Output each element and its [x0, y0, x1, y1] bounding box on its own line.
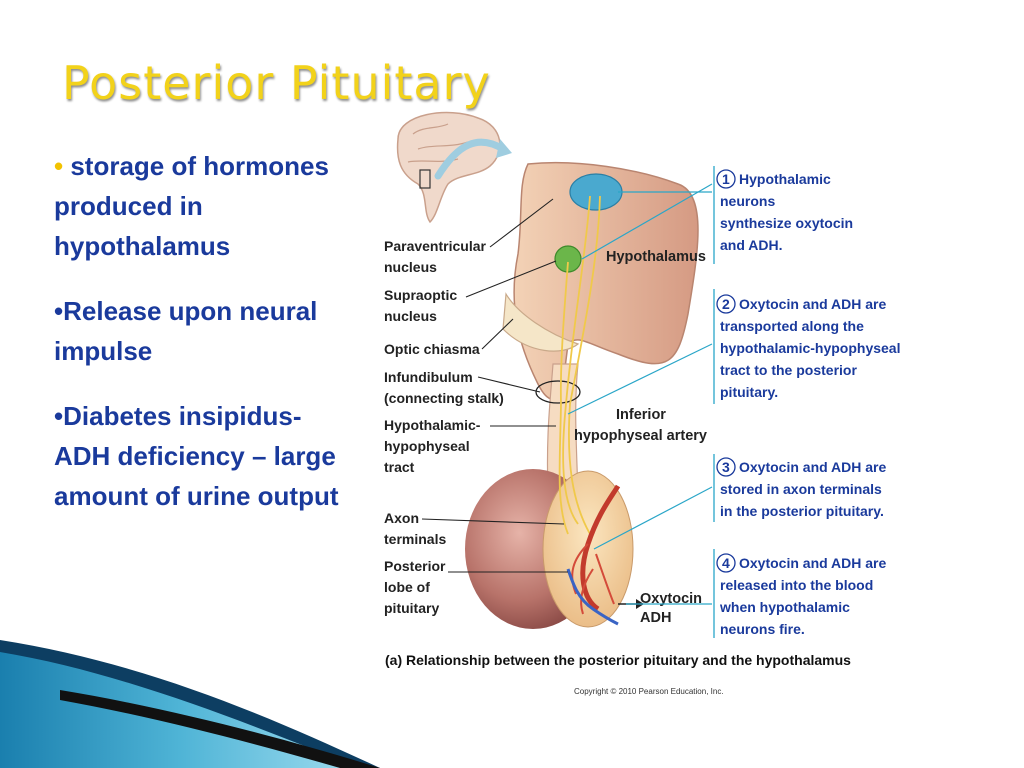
left-label-line: Axon — [384, 510, 419, 526]
steps-group: 1 Hypothalamic neurons synthesize oxytocin a… — [716, 169, 900, 637]
bullet-marker: • — [54, 151, 64, 181]
left-label-line: Paraventricular — [384, 238, 486, 254]
step-number: 2 — [722, 296, 730, 312]
left-label-line: terminals — [384, 531, 446, 547]
bullet-text: Diabetes insipidus- ADH deficiency – lar… — [54, 401, 339, 511]
bullet-marker: • — [54, 296, 64, 326]
step-text-line: Oxytocin and ADH are — [739, 459, 887, 475]
left-label-line: Posterior — [384, 558, 446, 574]
hypothalamus-label: Hypothalamus — [606, 249, 706, 265]
left-label-line: (connecting stalk) — [384, 390, 504, 406]
bullet-item: •Diabetes insipidus- ADH deficiency – la… — [54, 396, 354, 516]
step-text-line: transported along the — [720, 318, 864, 334]
left-label-line: Supraoptic — [384, 287, 457, 303]
left-label-line: Infundibulum — [384, 369, 473, 385]
step-pointer-lines — [567, 183, 713, 605]
step-text-line: released into the blood — [720, 577, 873, 593]
step-text-line: Oxytocin and ADH are — [739, 555, 887, 571]
hypothalamic-hypophyseal-tract — [558, 195, 601, 535]
step-number-circle — [716, 457, 736, 477]
step-text-line: when hypothalamic — [719, 599, 850, 615]
brain-inset-icon — [396, 111, 501, 224]
step-number-circle — [716, 169, 736, 189]
bullet-item: • storage of hormones produced in hypoth… — [54, 146, 354, 266]
step-text-line: in the posterior pituitary. — [720, 503, 884, 519]
optic-chiasma — [502, 292, 580, 352]
left-label-group: ParaventricularnucleusSupraopticnucleusO… — [384, 238, 504, 616]
artery-label-1: Inferior — [616, 407, 666, 423]
label-leaders — [421, 198, 568, 573]
left-label-line: tract — [384, 459, 415, 475]
output-label-oxytocin: Oxytocin — [640, 591, 702, 607]
bullet-marker: • — [54, 401, 64, 431]
left-label-line: nucleus — [384, 259, 437, 275]
step-text-line: stored in axon terminals — [720, 481, 882, 497]
step-text-line: Oxytocin and ADH are — [739, 296, 887, 312]
step-number: 4 — [722, 555, 730, 571]
left-label-line: lobe of — [384, 579, 430, 595]
stalk-circle — [535, 380, 581, 404]
left-label-line: Hypothalamic- — [384, 417, 481, 433]
bullet-text: storage of hormones produced in hypothal… — [54, 151, 329, 261]
paraventricular-nucleus — [569, 173, 623, 211]
bullet-text: Release upon neural impulse — [54, 296, 318, 366]
left-label-line: pituitary — [384, 600, 439, 616]
diagram-caption: (a) Relationship between the posterior p… — [385, 652, 851, 668]
step-number: 3 — [722, 459, 730, 475]
step-text-line: and ADH. — [720, 237, 782, 253]
slide-title: Posterior Pituitary — [62, 56, 491, 110]
copyright-text: Copyright © 2010 Pearson Education, Inc. — [574, 687, 724, 696]
step-text-line: pituitary. — [720, 384, 778, 400]
step-text-line: tract to the posterior — [720, 362, 857, 378]
left-label-line: nucleus — [384, 308, 437, 324]
arrowhead-icon — [496, 139, 512, 158]
pituitary-diagram: ParaventricularnucleusSupraopticnucleusO… — [384, 111, 900, 696]
step-text-line: Hypothalamic — [739, 171, 831, 187]
output-label-adh: ADH — [640, 610, 671, 626]
step-number-circle — [716, 553, 736, 573]
bullet-list: • storage of hormones produced in hypoth… — [54, 146, 354, 541]
bullet-item: •Release upon neural impulse — [54, 291, 354, 371]
magnify-arrow-icon — [434, 138, 507, 180]
step-text-line: hypothalamic-hypophyseal — [720, 340, 900, 356]
step-text-line: synthesize oxytocin — [720, 215, 853, 231]
step-number-circle — [716, 294, 736, 314]
step-text-line: neurons — [720, 193, 775, 209]
left-label-line: Optic chiasma — [384, 341, 480, 357]
step-text-line: neurons fire. — [720, 621, 805, 637]
veins — [566, 568, 619, 626]
left-label-line: hypophyseal — [384, 438, 470, 454]
step-number: 1 — [722, 171, 730, 187]
artery-label-2: hypophyseal artery — [574, 428, 707, 444]
